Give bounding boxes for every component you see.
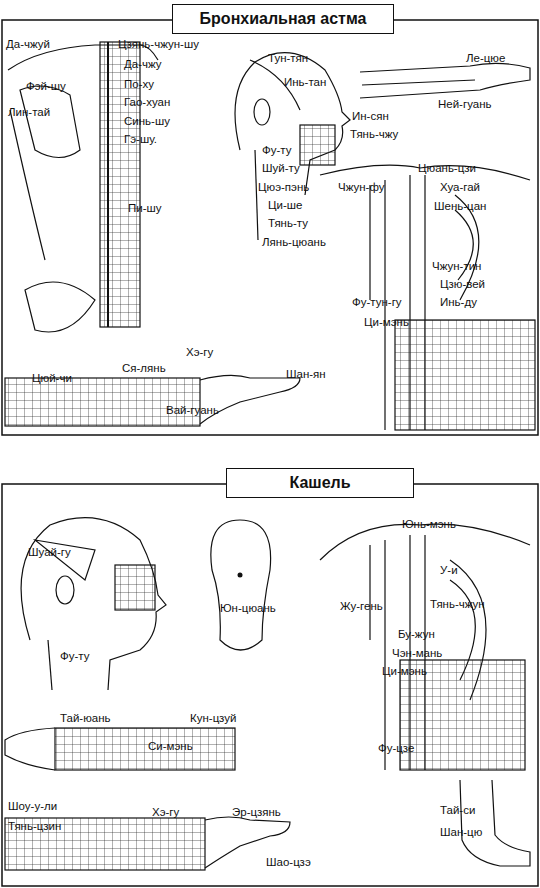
meridian-line [369, 185, 370, 300]
meridian-line [384, 540, 385, 770]
title-box: Кашель [226, 468, 414, 498]
point-label: Фу-цзе [378, 742, 414, 755]
point-label: Да-чжу [124, 58, 162, 71]
point-label: Шень-цан [434, 200, 486, 213]
arm-grid [5, 818, 205, 870]
point-label: Жу-гень [340, 600, 383, 613]
meridian-line [107, 42, 109, 327]
ear [254, 99, 270, 125]
point-label: Ци-мэнь [382, 665, 427, 678]
point-label: Кун-цзуй [190, 712, 236, 725]
point-label: Да-чжуй [6, 38, 50, 51]
ankle-outline [460, 780, 530, 866]
point-label: Тай-си [440, 804, 475, 817]
point-label: Фу-тун-гу [352, 296, 402, 309]
hand-outline [5, 728, 55, 770]
face-grid [115, 565, 155, 610]
point-label: Си-мэнь [148, 740, 193, 753]
point-label: Цюй-чи [32, 372, 72, 385]
point-label: Тянь-чжу [350, 128, 398, 141]
point-label: Ле-цюе [466, 52, 505, 65]
point-label: Гэ-шу. [124, 133, 157, 146]
point-label: Ци-ше [268, 199, 302, 212]
point-label: Шао-цзэ [266, 856, 311, 869]
face-grid [300, 125, 335, 165]
forearm-figure [360, 63, 530, 98]
point-label: Тянь-ту [268, 217, 308, 230]
point-label: Вай-гуань [166, 404, 219, 417]
torso-figure [320, 524, 530, 770]
arm-outline [360, 63, 530, 98]
title-text: Кашель [289, 474, 350, 492]
title-text: Бронхиальная астма [200, 10, 367, 28]
point-label: Тай-юань [60, 712, 111, 725]
head-figure [21, 518, 166, 690]
foot-sole [211, 520, 271, 650]
point-label: Пи-шу [128, 202, 162, 215]
point-label: Чэн-мань [392, 647, 442, 660]
point-label: Лянь-цюань [262, 236, 326, 249]
point-label: Лин-тай [8, 106, 50, 119]
point-label: Бу-жун [398, 628, 435, 641]
point-label: Инь-тан [284, 76, 326, 89]
head-outline [21, 518, 166, 690]
meridian-line [362, 80, 475, 85]
point-label: Фэй-шу [26, 80, 66, 93]
point-label: Хуа-гай [440, 181, 480, 194]
point-label: По-ху [124, 78, 154, 91]
title-box: Бронхиальная астма [172, 4, 394, 34]
arm-figure [5, 728, 290, 870]
point-label: Инь-ду [440, 296, 477, 309]
point-label: Шоу-у-ли [8, 800, 57, 813]
hand-outline [200, 375, 300, 424]
head-outline [235, 53, 350, 195]
point-label: Юн-цюань [220, 602, 276, 615]
point-label: Шуй-ту [262, 162, 300, 175]
point-label: Ся-лянь [122, 362, 166, 375]
neck-line [255, 150, 258, 240]
point-label: Шан-ян [286, 368, 326, 381]
point-label: У-и [440, 564, 458, 577]
point-label: Цзю-вей [440, 278, 485, 291]
back-figure [8, 42, 158, 332]
point-label: Тун-тян [268, 52, 308, 65]
panel-frame [2, 20, 538, 435]
neck-line [48, 640, 52, 690]
point-label: Хэ-гу [186, 346, 213, 359]
point-label: Шуай-гу [28, 546, 71, 559]
point-label: Цюань-цзи [418, 162, 476, 175]
point-label: Тянь-чжун [430, 598, 485, 611]
point-label: Цюэ-пэнь [258, 181, 309, 194]
abdomen-grid [395, 320, 535, 430]
point-label: Шан-цю [440, 826, 482, 839]
point-label: Юнь-мэнь [402, 518, 456, 531]
point-dot [238, 573, 243, 578]
point-label: Чжун-тин [432, 260, 481, 273]
point-label: Тянь-цзин [8, 820, 61, 833]
pelvis [10, 110, 95, 332]
meridian-line [369, 545, 370, 640]
point-label: Эр-цзянь [232, 806, 281, 819]
point-label: Гао-хуан [124, 96, 170, 109]
torso-figure [320, 165, 535, 430]
point-label: Синь-шу [124, 115, 170, 128]
ear [56, 576, 74, 604]
arm-grid [5, 378, 200, 426]
point-label: Ин-сян [352, 110, 389, 123]
panel-frame [2, 484, 538, 886]
point-label: Фу-ту [60, 650, 89, 663]
head-figure [235, 53, 350, 240]
point-label: Ней-гуань [438, 98, 492, 111]
point-label: Хэ-гу [152, 806, 179, 819]
arm-grid [55, 728, 235, 770]
point-label: Фу-ту [262, 144, 291, 157]
point-label: Цзянь-чжун-шу [118, 38, 199, 51]
point-label: Ци-мэнь [364, 316, 409, 329]
scapula [20, 86, 80, 158]
point-label: Чжун-фу [338, 181, 385, 194]
